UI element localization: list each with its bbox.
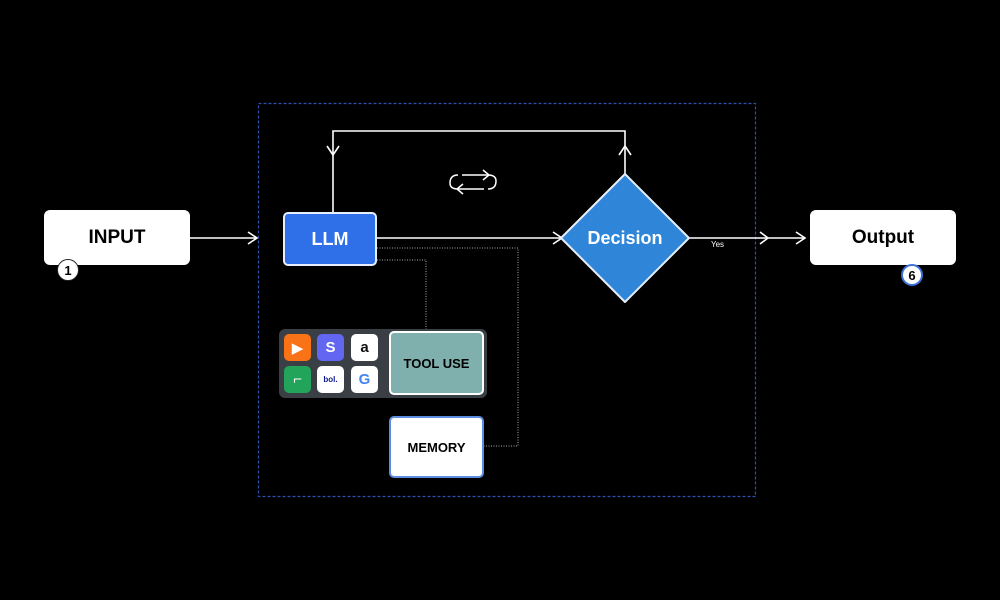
step-badge-6: 6	[901, 264, 923, 286]
bol-app-icon: bol.	[317, 366, 344, 393]
tool-use-label: TOOL USE	[403, 355, 470, 371]
loop-back-arrow	[326, 130, 632, 212]
yes-edge-label: Yes	[711, 240, 725, 249]
llm-to-decision-arrow	[377, 231, 564, 245]
llm-node: LLM	[283, 212, 377, 266]
s-app-icon: S	[317, 334, 344, 361]
loop-arrows-icon	[449, 169, 497, 195]
decision-diamond	[560, 173, 690, 303]
input-label: INPUT	[88, 226, 146, 248]
memory-node: MEMORY	[389, 416, 484, 478]
memory-label: MEMORY	[407, 439, 466, 455]
decision-to-output-arrow	[689, 231, 807, 245]
decision-label: Decision	[587, 228, 662, 248]
step-badge-1: 1	[57, 259, 79, 281]
tool-use-node: TOOL USE	[389, 331, 484, 395]
llm-to-tool-connector	[377, 259, 427, 331]
amazon-app-icon: a	[351, 334, 378, 361]
input-to-llm-arrow	[190, 231, 259, 245]
output-label: Output	[851, 226, 915, 248]
input-node: INPUT	[44, 210, 190, 265]
llm-to-memory-connector	[377, 247, 519, 447]
play-app-icon: ▶	[284, 334, 311, 361]
bracket-app-icon: ⌐	[284, 366, 311, 393]
google-pay-app-icon: G	[351, 366, 378, 393]
output-node: Output	[810, 210, 956, 265]
llm-label: LLM	[311, 228, 349, 249]
